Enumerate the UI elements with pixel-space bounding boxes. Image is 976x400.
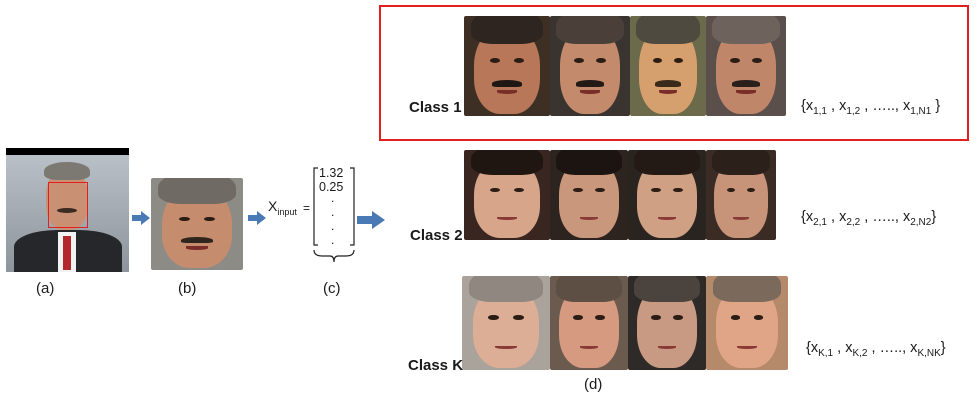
class-k-label: Class K [408,357,464,374]
arrow-right-icon [357,211,385,229]
vector-dot: . [331,205,335,219]
original-photo [6,148,129,272]
class-1-face [630,16,706,116]
cropped-face [151,178,243,270]
photo-top-bar [6,148,129,155]
vector-value-1: 1.32 [319,166,344,180]
class-2-face [706,150,776,240]
person-moustache [57,208,77,213]
label-c: (c) [323,280,341,297]
class-1-face [706,16,786,116]
class-k-face [462,276,550,370]
class-2-sample-set: {x2,1 , x2,2 , ….., x2,N2} [801,209,937,228]
class-2-face [550,150,628,240]
vector-dot: . [331,219,335,233]
arrow-right-icon [132,211,150,225]
class-1-label: Class 1 [409,99,462,116]
vector-value-2: 0.25 [319,180,344,194]
person-tie [63,236,71,270]
class-2-label: Class 2 [410,227,463,244]
vector-dot: . [331,191,335,205]
vector-equals: = [303,201,311,215]
class-1-face [550,16,630,116]
vector-name: Xinput [268,198,297,217]
vector-brackets [313,167,355,246]
class-1-sample-set: {x1,1 , x1,2 , ….., x1,N1 } [801,98,941,117]
class-k-sample-set: {xK,1 , xK,2 , ….., xK,NK} [806,340,946,359]
label-d: (d) [584,376,603,393]
class-k-face [628,276,706,370]
person-hair [44,162,90,180]
class-k-face [550,276,628,370]
class-1-face [464,16,550,116]
vector-dot: . [331,233,335,247]
arrow-right-icon [248,211,266,225]
class-2-face [464,150,550,240]
label-b: (b) [178,280,197,297]
vector-underbrace [313,249,355,263]
class-1-highlight-box [379,5,969,141]
label-a: (a) [36,280,55,297]
class-k-face [706,276,788,370]
class-2-face [628,150,706,240]
face-detection-box [48,182,88,228]
